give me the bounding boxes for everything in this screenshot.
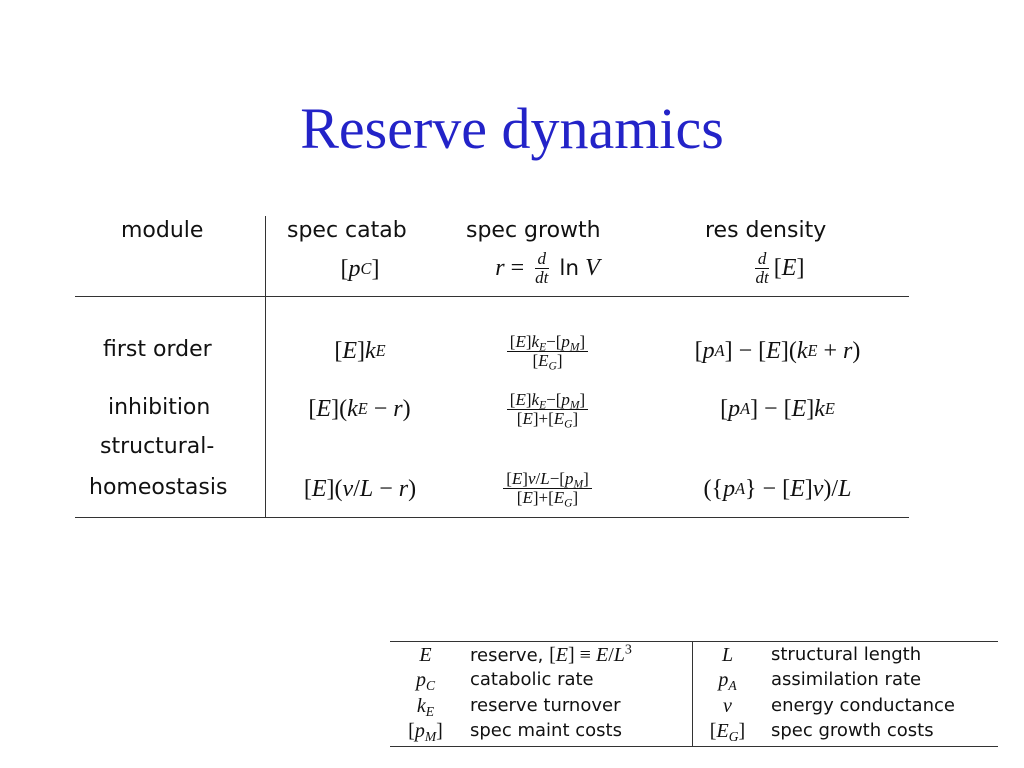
legend-desc-maint: spec maint costs [470, 720, 622, 741]
legend-desc-turnover: reserve turnover [470, 695, 621, 716]
legend-symbol-L: L [721, 644, 734, 666]
row-first-order-label: first order [103, 337, 212, 362]
row1-growth-formula: [E]kE−[pM][EG] [455, 326, 640, 376]
table-vertical-divider [265, 216, 266, 518]
table-bottom-rule [75, 517, 909, 518]
legend-desc-length: structural length [771, 644, 922, 665]
legend-symbol-EG: [EG] [709, 720, 746, 745]
legend-desc-reserve: reserve, [E] ≡ E/L3 [470, 642, 632, 666]
row3-growth-formula: [E]v/L−[pM][E]+[EG] [455, 462, 640, 514]
row-inhibition-label: inhibition [108, 395, 211, 420]
legend-symbol-E: E [419, 644, 432, 666]
legend-desc-conductance: energy conductance [771, 695, 955, 716]
row3-catab-formula: [E](v/L − r) [303, 475, 417, 502]
legend-bottom-rule [390, 746, 998, 747]
legend-symbol-v: v [723, 695, 732, 717]
table-header-rule [75, 296, 909, 297]
legend-symbol-kE: kE [416, 695, 435, 720]
legend-symbol-pM: [pM] [408, 720, 443, 745]
slide-title: Reserve dynamics [300, 96, 724, 161]
legend-symbol-pA: pA [718, 669, 737, 694]
row-homeostasis-label: homeostasis [89, 475, 228, 500]
header-spec-growth: spec growth [466, 218, 601, 243]
legend-desc-growth-costs: spec growth costs [771, 720, 934, 741]
row-structural-label: structural- [100, 434, 215, 459]
row2-growth-formula: [E]kE−[pM][E]+[EG] [455, 384, 640, 434]
legend-symbol-pC: pC [415, 669, 436, 694]
legend-top-rule [390, 641, 998, 642]
header-spec-catab: spec catab [287, 218, 407, 243]
legend-desc-catabolic: catabolic rate [470, 669, 594, 690]
header-res-density: res density [705, 218, 827, 243]
legend-vertical-divider [692, 641, 693, 747]
header-module: module [121, 218, 204, 243]
legend-desc-assimilation: assimilation rate [771, 669, 922, 690]
